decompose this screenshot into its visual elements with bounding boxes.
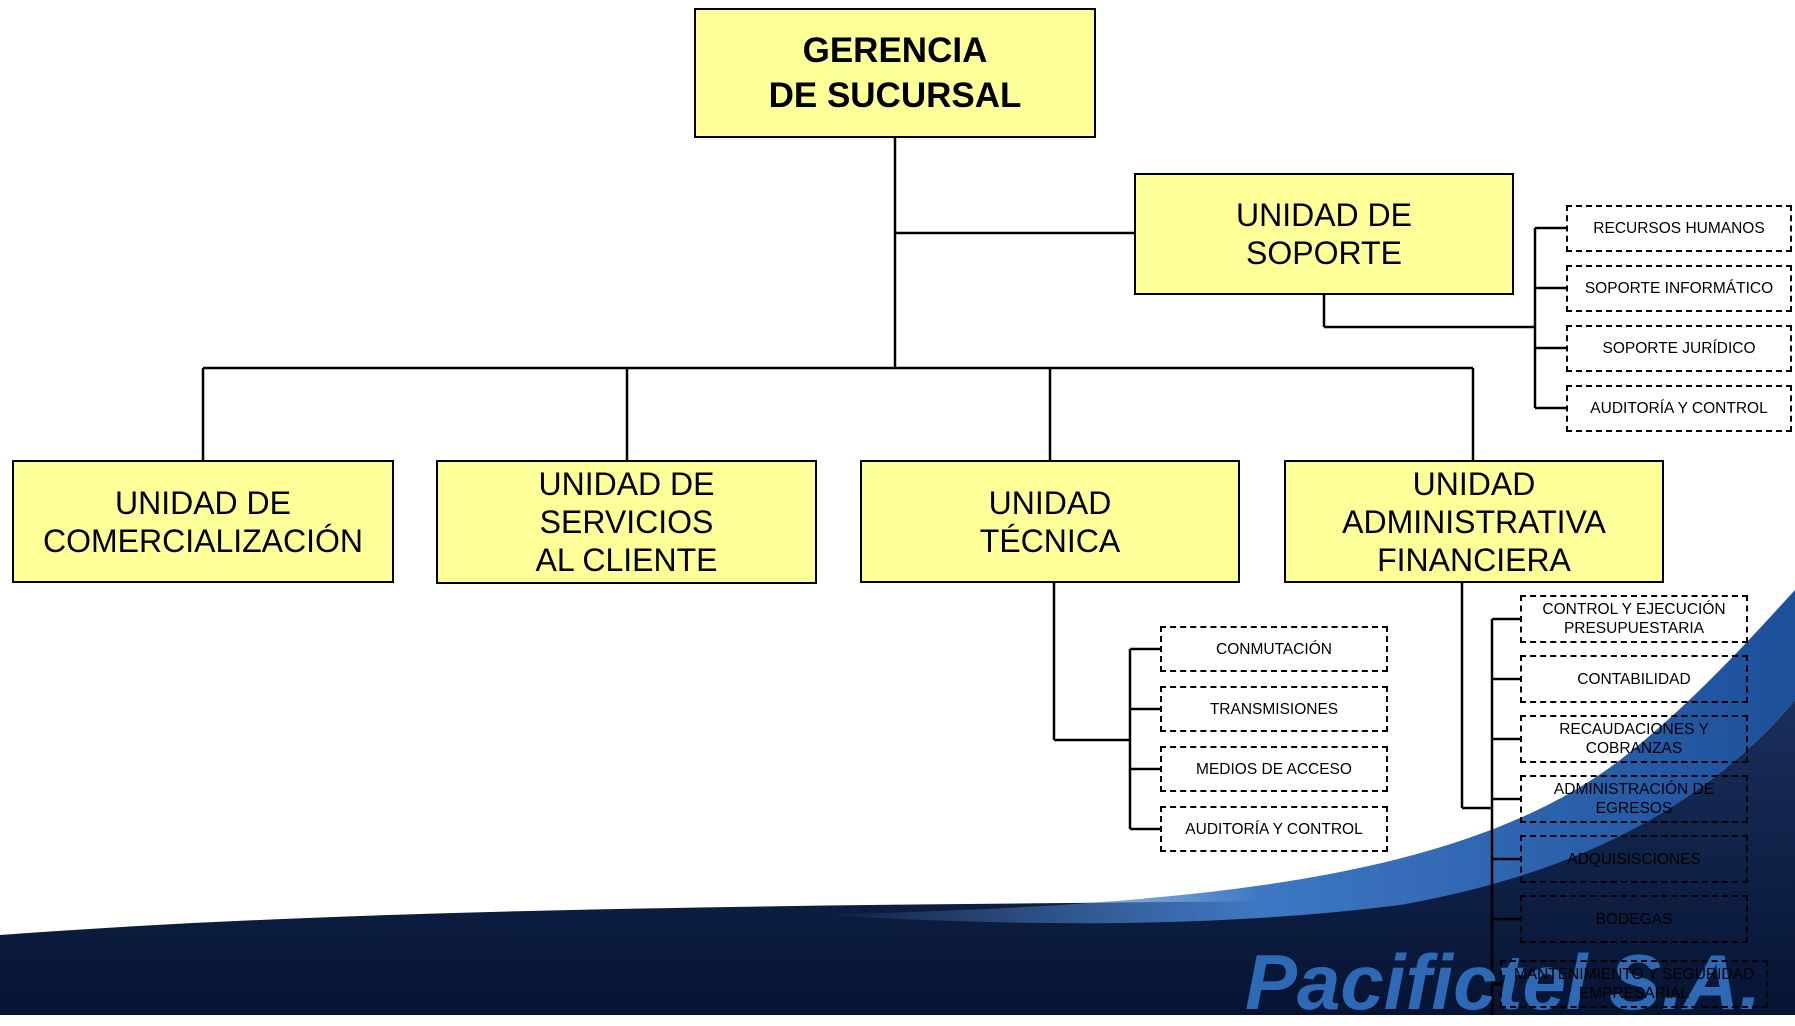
subunit-financiera-contabilidad: CONTABILIDAD: [1520, 655, 1748, 703]
subunit-tecnica-auditoria-control: AUDITORÍA Y CONTROL: [1160, 806, 1388, 852]
subunit-tecnica-conmutacion: CONMUTACIÓN: [1160, 626, 1388, 672]
subunit-soporte-auditoria-control: AUDITORÍA Y CONTROL: [1566, 385, 1792, 432]
subunit-soporte-juridico: SOPORTE JURÍDICO: [1566, 325, 1792, 372]
unit-label-tecnica: UNIDAD TÉCNICA: [979, 484, 1121, 559]
connector-lines: [201, 138, 1566, 1015]
unit-box-administrativa-financiera: UNIDAD ADMINISTRATIVA FINANCIERA: [1284, 460, 1664, 583]
swoosh-dark-band: [0, 700, 1795, 1015]
unit-label-comercializacion: UNIDAD DE COMERCIALIZACIÓN: [42, 484, 364, 559]
subunit-tecnica-transmisiones: TRANSMISIONES: [1160, 686, 1388, 732]
subunit-financiera-control-presupuestaria: CONTROL Y EJECUCIÓN PRESUPUESTARIA: [1520, 595, 1748, 643]
unit-label-soporte: UNIDAD DE SOPORTE: [1235, 197, 1412, 271]
unit-box-comercializacion: UNIDAD DE COMERCIALIZACIÓN: [12, 460, 394, 583]
unit-box-servicios-cliente: UNIDAD DE SERVICIOS AL CLIENTE: [436, 460, 817, 584]
root-label: GERENCIA DE SUCURSAL: [768, 31, 1022, 115]
root-box-gerencia: GERENCIA DE SUCURSAL: [694, 8, 1096, 138]
subunit-financiera-mantenimiento-seguridad: MANTENIMIENTO Y SEGURIDAD EMPRESARIAL: [1500, 960, 1768, 1008]
subunit-financiera-bodegas: BODEGAS: [1520, 895, 1748, 943]
subunit-financiera-egresos: ADMINISTRACIÓN DE EGRESOS: [1520, 775, 1748, 823]
unit-box-tecnica: UNIDAD TÉCNICA: [860, 460, 1240, 583]
subunit-financiera-adquisisciones: ADQUISISCIONES: [1520, 835, 1748, 883]
unit-label-servicios-cliente: UNIDAD DE SERVICIOS AL CLIENTE: [535, 466, 718, 578]
subunit-financiera-recaudaciones: RECAUDACIONES Y COBRANZAS: [1520, 715, 1748, 763]
subunit-soporte-informatico: SOPORTE INFORMÁTICO: [1566, 265, 1792, 312]
subunit-soporte-recursos-humanos: RECURSOS HUMANOS: [1566, 205, 1792, 252]
swoosh-blue-band: [820, 590, 1795, 924]
background-swoosh: [0, 590, 1795, 1015]
brand-logo-text: Pacifictel S.A.: [1245, 938, 1761, 1026]
subunit-tecnica-medios-acceso: MEDIOS DE ACCESO: [1160, 746, 1388, 792]
unit-box-soporte: UNIDAD DE SOPORTE: [1134, 173, 1514, 295]
unit-label-administrativa-financiera: UNIDAD ADMINISTRATIVA FINANCIERA: [1342, 465, 1606, 578]
